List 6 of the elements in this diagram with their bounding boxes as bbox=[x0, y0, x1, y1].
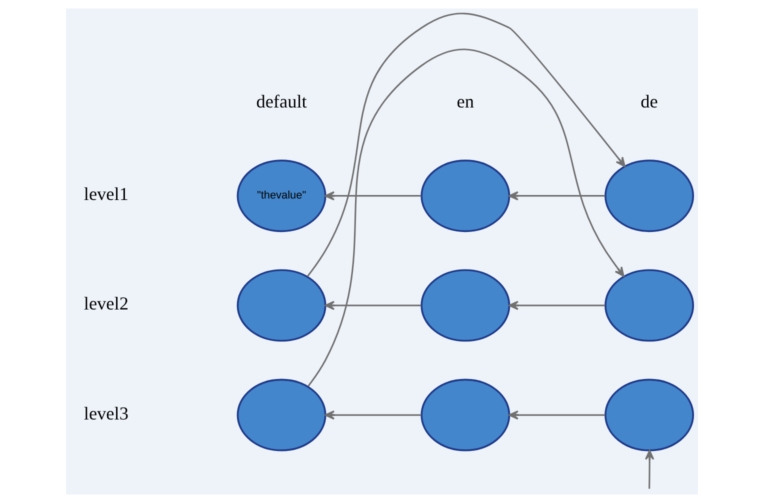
label: de bbox=[640, 92, 658, 112]
label: en bbox=[456, 92, 474, 112]
label: level1 bbox=[84, 184, 128, 204]
label: level3 bbox=[84, 403, 128, 424]
label: default bbox=[256, 92, 307, 112]
label: level2 bbox=[84, 294, 128, 314]
